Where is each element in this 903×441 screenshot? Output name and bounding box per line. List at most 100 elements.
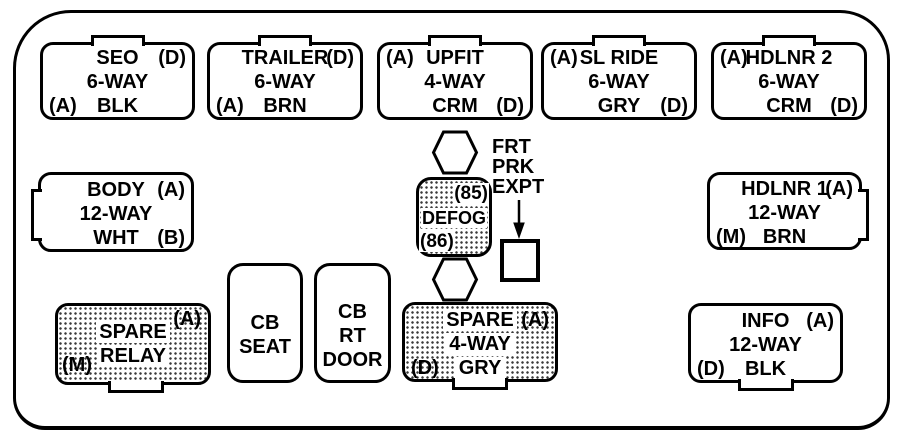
connector-label-row: 12-WAY (41, 202, 191, 226)
connector-label-row: BODY (A) (41, 178, 191, 202)
connector-label-row: 6-WAY (210, 70, 360, 94)
relay-defog: (85) DEFOG (86) (416, 177, 492, 257)
connector-name: UPFIT (426, 47, 484, 69)
terminal-86-label: (86) (419, 231, 455, 252)
callout-line: PRK (492, 156, 535, 178)
connector-label-row: 6-WAY (714, 70, 864, 94)
connector-name: BODY (87, 179, 145, 201)
connector-way: 12-WAY (729, 334, 802, 356)
connector-lock-tab (90, 35, 145, 46)
connector-way: 6-WAY (86, 71, 149, 93)
connector-lock-tab (737, 379, 794, 391)
pin-label: (A) (521, 309, 549, 331)
connector-lock-tab (428, 35, 482, 46)
connector-lock-tab (108, 381, 164, 393)
connector-way: 12-WAY (79, 203, 153, 225)
relay-terminal-row: (86) (419, 230, 489, 254)
connector-label-row: INFO (A) (691, 309, 840, 333)
connector-upfit: (A) UPFIT 4-WAY CRM (D) (377, 35, 533, 120)
connector-label-row: (M) BRN (710, 225, 859, 249)
pin-label: (A) (550, 47, 578, 69)
connector-label-row: 6-WAY (43, 70, 192, 94)
down-arrow-icon (511, 199, 527, 245)
connector-sl-ride: (A)SL RIDE 6-WAY GRY(D) (541, 35, 697, 120)
pin-label: (D) (830, 95, 858, 117)
pin-label: (D) (496, 95, 524, 117)
connector-label-row: CRM (D) (380, 94, 530, 118)
cb-name: RT (339, 325, 366, 347)
cb-name: SEAT (239, 336, 291, 358)
pin-label: (D) (411, 357, 439, 379)
cb-label-row: CB (317, 300, 388, 324)
connector-hdlnr1: HDLNR 1(A) 12-WAY (M) BRN (707, 172, 869, 250)
connector-label-row: WHT(B) (41, 226, 191, 250)
pin-label: (A) (825, 178, 853, 200)
connector-label-row: (A)HDLNR 2 (714, 46, 864, 70)
connector-color: GRY (455, 357, 505, 379)
frt-prk-expt-socket (500, 239, 540, 282)
callout-line: FRT (492, 136, 531, 158)
connector-label-row: (A)BLK (43, 94, 192, 118)
connector-way: 4-WAY (446, 333, 514, 355)
pin-label: (D) (158, 47, 186, 69)
connector-label-row: 4-WAY (380, 70, 530, 94)
connector-lock-tab (858, 189, 869, 241)
connector-label-row: TRAILER(D) (210, 46, 360, 70)
terminal-85-label: (85) (453, 183, 489, 204)
cb-name: CB (250, 312, 280, 334)
cb-rt-door: CB RT DOOR (314, 263, 391, 383)
pin-label: (A) (386, 47, 414, 69)
pin-label: (A) (806, 310, 834, 332)
connector-label-row: 4-WAY (405, 332, 555, 356)
connector-way: 6-WAY (254, 71, 316, 93)
relay-name-row: SPARE (58, 320, 208, 344)
pin-label: (D) (660, 95, 688, 117)
connector-label-row: (D)BLK (691, 357, 840, 381)
pin-label: (M) (62, 354, 92, 376)
pin-label: (A) (157, 179, 185, 201)
pin-label: (A) (216, 95, 244, 117)
connector-color: BRN (762, 226, 807, 248)
connector-lock-tab (258, 35, 312, 46)
pin-label: (M) (716, 226, 746, 248)
connector-label-row: (A) UPFIT (380, 46, 530, 70)
connector-label-row: GRY (D) (544, 94, 694, 118)
cb-name: CB (338, 301, 367, 323)
relay-terminal-row: (85) (419, 182, 489, 206)
relay-name-row: RELAY (58, 344, 208, 368)
cb-name: DOOR (322, 349, 383, 371)
connector-way: 12-WAY (748, 202, 821, 224)
connector-spare-4way: SPARE(A) 4-WAY (D) GRY (402, 302, 558, 390)
connector-name: HDLNR 1 (741, 178, 828, 200)
connector-label-row: HDLNR 1(A) (710, 177, 859, 201)
cb-seat: CB SEAT (227, 263, 303, 383)
pin-label: (A) (49, 95, 77, 117)
relay-name: SPARE (96, 321, 170, 343)
relay-name: DEFOG (420, 208, 487, 228)
connector-name: TRAILER (241, 47, 329, 69)
connector-label-row: (D) GRY (405, 356, 555, 380)
connector-color: CRM (432, 95, 478, 117)
connector-way: 6-WAY (588, 71, 650, 93)
hex-nut-icon (431, 257, 479, 307)
connector-hdlnr2: (A)HDLNR 2 6-WAY CRM (D) (711, 35, 867, 120)
pin-label: (B) (157, 227, 185, 249)
hex-nut-icon (431, 130, 479, 180)
pin-label: (A) (720, 47, 748, 69)
connector-seo: SEO (D) 6-WAY (A)BLK (40, 35, 195, 120)
connector-lock-tab (762, 35, 816, 46)
cb-label-row: RT (317, 324, 388, 348)
connector-color: CRM (766, 95, 812, 117)
connector-color: GRY (597, 95, 641, 117)
callout-line: EXPT (492, 176, 545, 198)
connector-way: 6-WAY (758, 71, 820, 93)
connector-name: HDLNR 2 (745, 47, 833, 69)
connector-label-row: SEO (D) (43, 46, 192, 70)
connector-name: INFO (741, 310, 790, 332)
connector-label-row: CRM (D) (714, 94, 864, 118)
cb-label-row: CB (230, 311, 300, 335)
frt-prk-expt-label: FRT PRK EXPT (492, 137, 544, 197)
connector-name: SEO (96, 47, 139, 69)
connector-label-row: SPARE(A) (405, 308, 555, 332)
